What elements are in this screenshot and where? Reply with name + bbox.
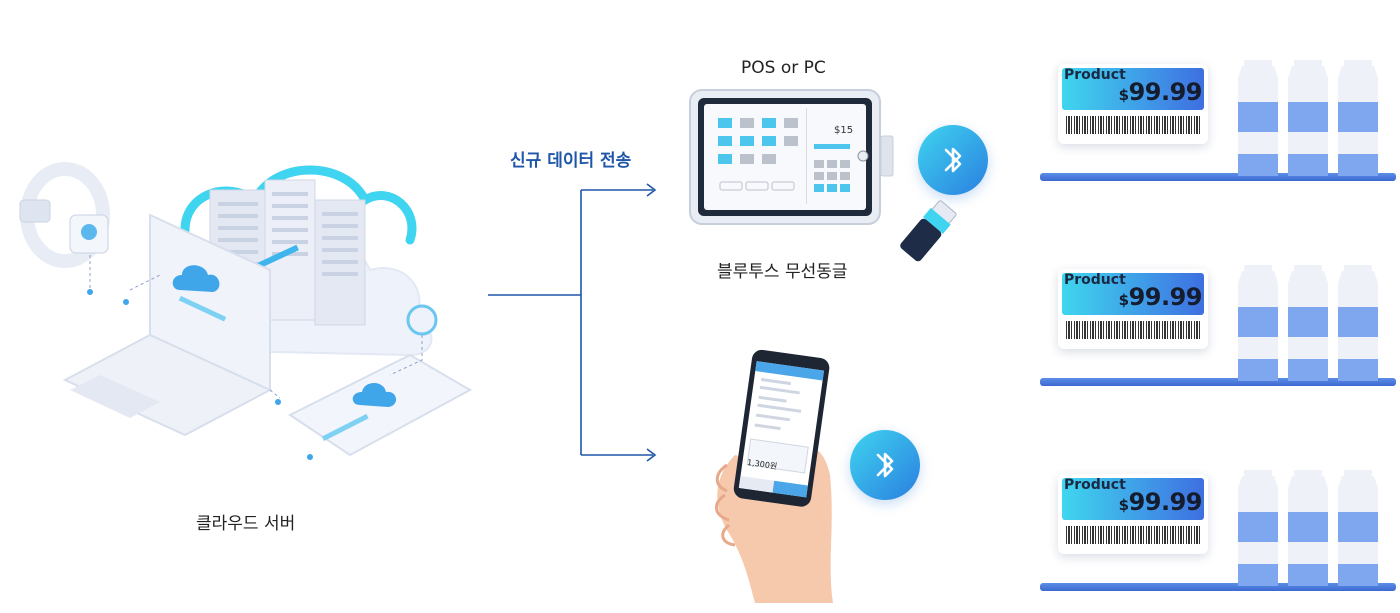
tag-screen (1062, 68, 1204, 110)
tag-currency: $ (1118, 86, 1129, 104)
pos-label: POS or PC (741, 58, 826, 78)
price-tag: Product $99.99 (1058, 474, 1208, 554)
bottle (1238, 60, 1278, 176)
bottle (1238, 265, 1278, 381)
tag-product-label: Product (1064, 272, 1126, 288)
server-racks (209, 179, 366, 326)
bottle (1338, 470, 1378, 586)
usb-dongle-icon (900, 200, 957, 262)
pos-terminal (689, 89, 894, 225)
tag-price-value: 99.99 (1128, 488, 1203, 516)
cloud-server-illustration (19, 162, 473, 460)
bluetooth-icon (850, 430, 920, 500)
bluetooth-icon (918, 125, 988, 195)
tag-product-label: Product (1064, 477, 1126, 493)
smartphone-in-hand (715, 349, 833, 603)
flow-label: 신규 데이터 전송 (510, 151, 632, 171)
shelf (1040, 583, 1396, 591)
arrow-right-icon (646, 183, 657, 197)
arrow-right-icon (646, 448, 657, 462)
shelf (1040, 173, 1396, 181)
tag-price-value: 99.99 (1128, 283, 1203, 311)
laptop (62, 213, 273, 437)
bottle (1238, 470, 1278, 586)
tag-price: $99.99 (1118, 488, 1203, 516)
tag-price: $99.99 (1118, 78, 1203, 106)
bottle (1338, 60, 1378, 176)
tablet-device (288, 353, 473, 457)
barcode-icon (1066, 321, 1200, 339)
barcode-icon (1066, 116, 1200, 134)
price-tag: Product $99.99 (1058, 269, 1208, 349)
pos-price-text: $15 (834, 125, 854, 136)
tag-screen (1062, 273, 1204, 315)
dongle-label: 블루투스 무선동글 (717, 262, 848, 282)
bottle (1288, 265, 1328, 381)
bottle (1288, 60, 1328, 176)
bottle (1338, 265, 1378, 381)
tag-price: $99.99 (1118, 283, 1203, 311)
flow-connector (488, 183, 657, 462)
cloud-server-label: 클라우드 서버 (196, 514, 296, 534)
tag-currency: $ (1118, 291, 1129, 309)
bottle (1288, 470, 1328, 586)
smartwatch-icon (19, 162, 110, 268)
shelf (1040, 378, 1396, 386)
barcode-icon (1066, 526, 1200, 544)
tag-product-label: Product (1064, 67, 1126, 83)
tag-currency: $ (1118, 496, 1129, 514)
tag-price-value: 99.99 (1128, 78, 1203, 106)
price-tag: Product $99.99 (1058, 64, 1208, 144)
tag-screen (1062, 478, 1204, 520)
